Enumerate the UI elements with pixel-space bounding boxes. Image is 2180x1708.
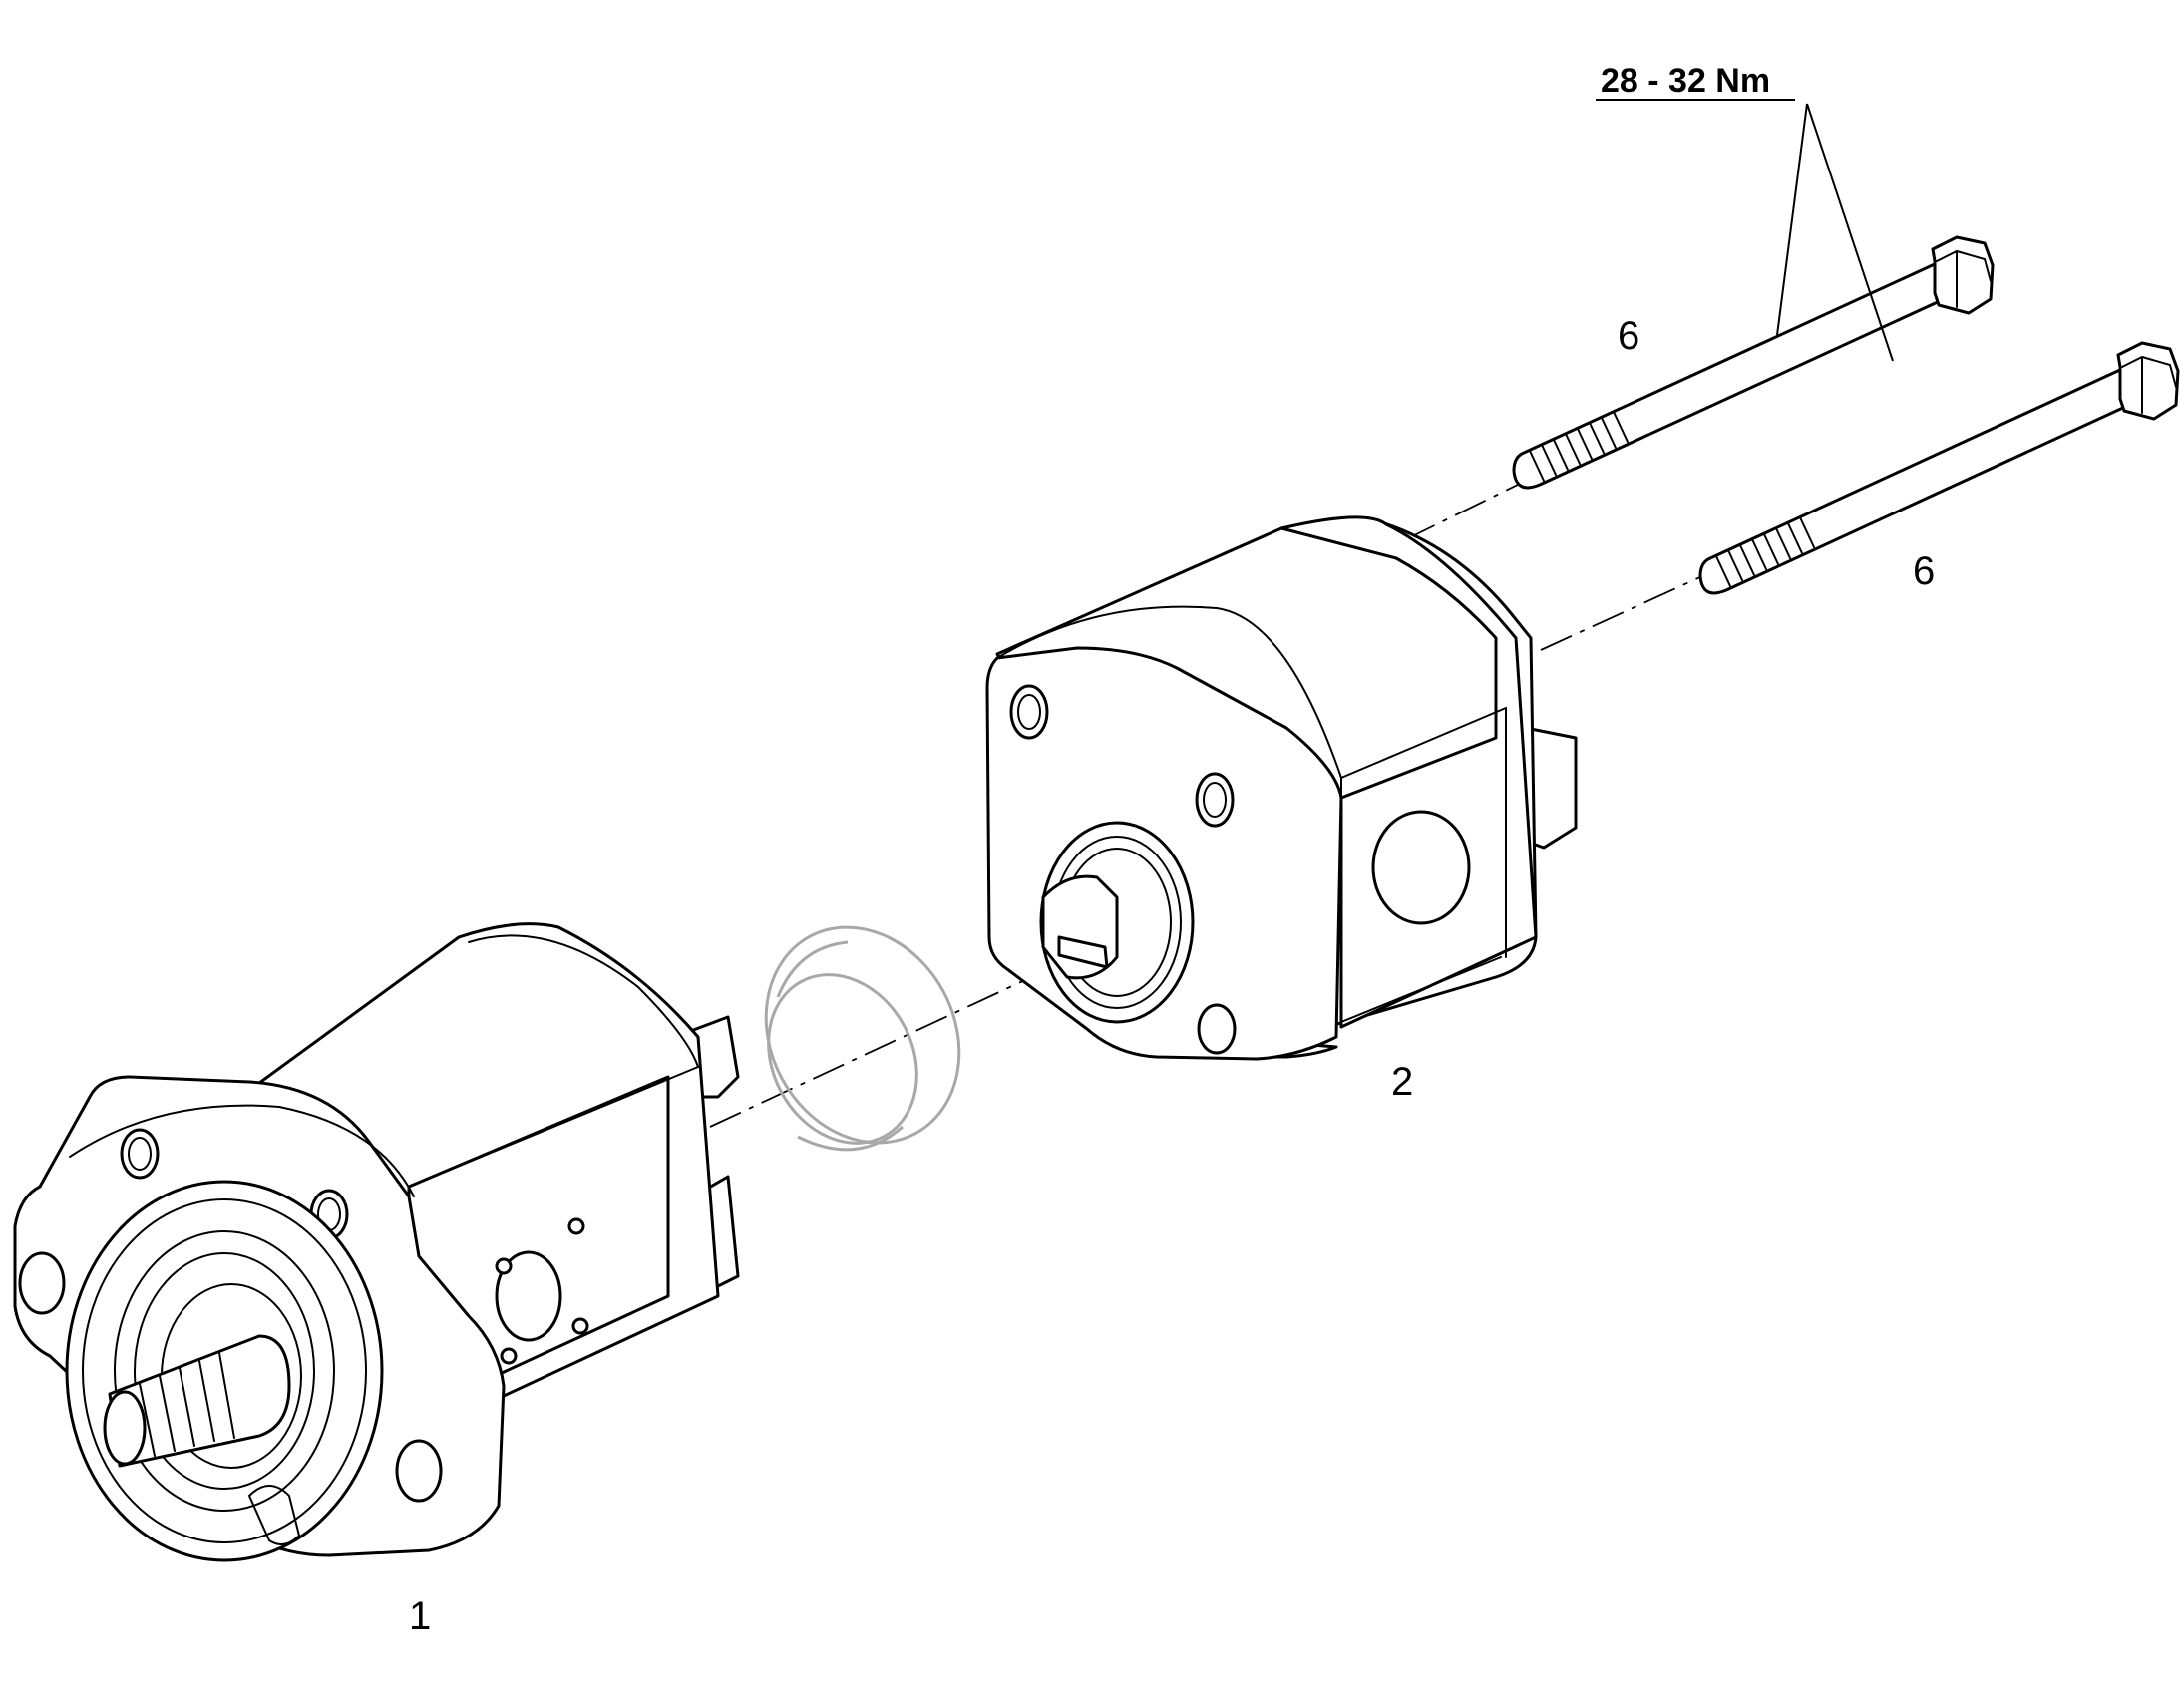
front-pump [13,922,740,1562]
coupling-ring [764,925,961,1152]
callout-front-pump: 1 [409,1594,431,1638]
callout-bolt-lower: 6 [1913,549,1935,593]
assembly-axes [709,480,1716,1128]
callout-rear-pump: 2 [1391,1060,1413,1104]
torque-spec: 28 - 32 Nm [1601,62,1770,100]
bolt-lower [1698,341,2180,595]
callout-bolt-upper: 6 [1618,314,1639,358]
bolt-upper [1512,235,1995,490]
torque-leader [1596,99,1894,362]
rear-pump [985,515,1578,1061]
